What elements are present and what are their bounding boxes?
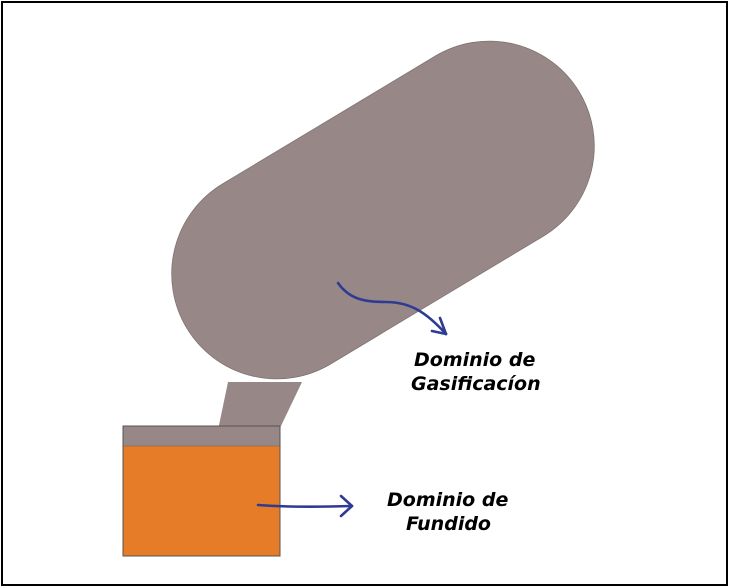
- melting-arrow: [256, 494, 354, 518]
- melting-domain: [123, 446, 280, 556]
- headspace-region: [123, 426, 280, 446]
- gasification-label-line2: Gasificacíon: [411, 373, 541, 395]
- lower-vessel-outline: [122, 425, 281, 557]
- gasification-chamber: [171, 40, 595, 380]
- gasification-label-line1: Dominio de: [414, 349, 536, 371]
- gasification-arrow: [336, 281, 448, 336]
- melting-label-line2: Fundido: [406, 513, 491, 535]
- connecting-neck: [218, 382, 302, 430]
- melting-label-line1: Dominio de: [387, 489, 509, 511]
